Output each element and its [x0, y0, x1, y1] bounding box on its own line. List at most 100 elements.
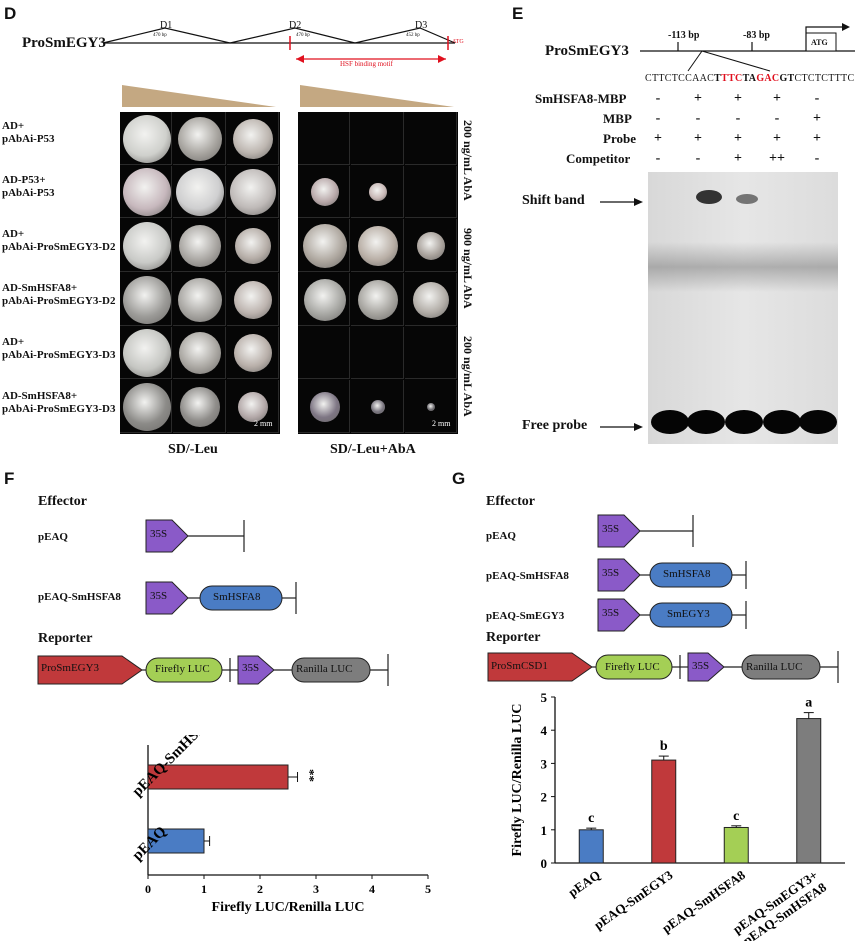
plate-cell — [298, 380, 351, 433]
strain-row-2: AD-P53+pAbAi-P53 — [2, 174, 55, 199]
construct-name-g3: pEAQ-SmEGY3 — [486, 610, 565, 622]
label-renilla-luc: Ranilla LUC — [746, 661, 803, 673]
free-probe-band — [763, 410, 801, 434]
plate-cell — [226, 273, 279, 326]
plate-cell — [173, 273, 226, 326]
plate-cell — [173, 326, 226, 380]
emsa-sign: - — [655, 151, 661, 166]
label-firefly-luc: Firefly LUC — [605, 661, 660, 673]
label-35s: 35S — [150, 528, 168, 540]
emsa-sign: + — [654, 131, 662, 146]
plate-cell — [351, 380, 404, 433]
y-tick-label: 1 — [541, 823, 548, 838]
aba-label-2: 900 ng/mL AbA — [461, 228, 475, 309]
label-35s: 35S — [242, 662, 260, 674]
plate-cell — [298, 219, 351, 272]
reporter-promoter-arrow — [37, 655, 143, 685]
chart-f: 012345pEAQpEAQ-SmHSFA8**Firefly LUC/Reni… — [130, 735, 431, 915]
plate-cell — [298, 273, 351, 326]
plate-cell — [351, 219, 404, 272]
plate-cell — [173, 112, 226, 165]
plate-cell — [226, 112, 279, 165]
label-reporter-promoter: ProSmEGY3 — [41, 662, 100, 674]
plate-cell — [404, 112, 457, 165]
plate-sd-leu-aba — [298, 112, 458, 434]
plate-cell — [404, 273, 457, 326]
emsa-row-label-4: Competitor — [566, 151, 631, 166]
seq-part: GT — [779, 73, 795, 84]
emsa-sign: - — [655, 111, 661, 126]
reporter-label-g: Reporter — [486, 630, 541, 645]
plate-cell — [298, 165, 351, 219]
strain-row-4: AD-SmHSFA8+pAbAi-ProSmEGY3-D2 — [2, 282, 116, 307]
seq-part: GAC — [756, 73, 780, 84]
x-tick-label: 3 — [313, 882, 319, 896]
significance-letter: a — [805, 696, 812, 711]
x-tick-label: 4 — [369, 882, 375, 896]
plate-cell — [120, 273, 173, 326]
yeast-colony — [370, 400, 385, 415]
x-axis-title: Firefly LUC/Renilla LUC — [212, 900, 365, 915]
yeast-colony — [177, 277, 222, 322]
free-probe-arrow — [600, 423, 643, 431]
yeast-colony — [309, 392, 340, 423]
yeast-colony — [417, 232, 446, 261]
emsa-sign: + — [734, 131, 742, 146]
yeast-colony — [310, 178, 339, 207]
promoter-35s-arrow — [145, 519, 189, 553]
significance-letter: c — [588, 811, 594, 826]
label-gene-smhsfa8: SmHSFA8 — [663, 568, 711, 580]
region-size-d3: 452 bp — [406, 33, 420, 38]
strain-row-3: AD+pAbAi-ProSmEGY3-D2 — [2, 228, 116, 253]
plate-cell — [120, 326, 173, 380]
label-firefly-luc: Firefly LUC — [155, 663, 210, 675]
reporter-label-f: Reporter — [38, 631, 93, 646]
motif-label: HSF binding motif — [340, 60, 393, 68]
seq-part: T — [714, 73, 722, 84]
construct-diagram-f — [37, 519, 389, 686]
promoter-map-d — [102, 27, 456, 63]
plate-cell — [226, 165, 279, 219]
plate-cell — [404, 326, 457, 380]
yeast-colony — [357, 226, 398, 267]
yeast-colony — [357, 279, 398, 320]
emsa-gel — [648, 172, 838, 444]
plate-cell — [173, 165, 226, 219]
shift-band-label: Shift band — [522, 193, 585, 208]
yeast-colony — [178, 225, 221, 268]
promoter-label-d: ProSmEGY3 — [22, 35, 106, 51]
plate-cell — [173, 380, 226, 433]
plate-cell — [226, 326, 279, 380]
emsa-sign: + — [694, 91, 702, 106]
scale-bar-right: 2 mm — [432, 419, 451, 428]
yeast-colony — [427, 403, 436, 412]
panel-f-label: F — [4, 469, 15, 488]
bar — [723, 826, 749, 864]
plate-cell — [298, 326, 351, 380]
strain-row-6: AD-SmHSFA8+pAbAi-ProSmEGY3-D3 — [2, 390, 116, 415]
plate-cell — [120, 380, 173, 433]
region-size-d1: 470 bp — [153, 33, 167, 38]
panel-g-label: G — [452, 469, 466, 488]
yeast-colony — [122, 168, 171, 217]
pos-113: -113 bp — [668, 30, 700, 41]
emsa-row-label-1: SmHSFA8-MBP — [535, 91, 627, 106]
atg-label-e: ATG — [811, 38, 828, 47]
emsa-sign: + — [773, 91, 781, 106]
emsa-sign: + — [734, 91, 742, 106]
medium-label-left: SD/-Leu — [168, 442, 218, 457]
yeast-colony — [178, 332, 221, 375]
emsa-sign: - — [695, 151, 701, 166]
x-tick-label: 2 — [257, 882, 263, 896]
emsa-sign: - — [814, 91, 820, 106]
yeast-colony — [413, 281, 450, 318]
significance-marker: ** — [303, 769, 318, 782]
yeast-colony — [122, 329, 171, 378]
shift-band-arrow — [600, 198, 643, 206]
emsa-sign: ++ — [769, 151, 785, 166]
plate-cell — [351, 326, 404, 380]
free-probe-band — [687, 410, 725, 434]
label-gene-smhsfa8: SmHSFA8 — [213, 591, 261, 603]
panel-e-label: E — [512, 4, 524, 23]
dilution-wedge-right — [300, 85, 454, 107]
